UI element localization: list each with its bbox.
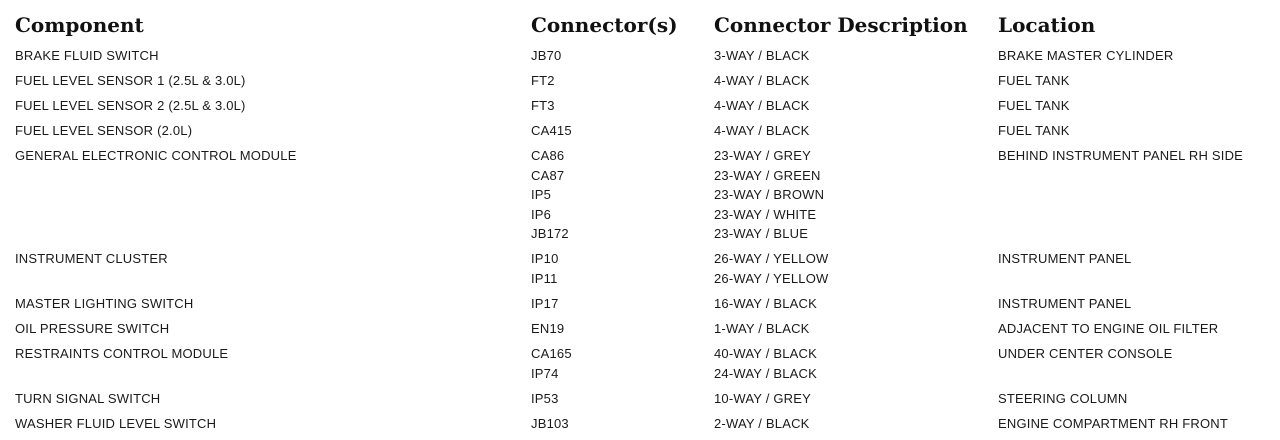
header-component: Component: [15, 13, 144, 37]
component-name: FUEL LEVEL SENSOR 2 (2.5L & 3.0L): [15, 98, 246, 113]
connector-description-list: 4-WAY / BLACK: [714, 96, 810, 116]
component-name: WASHER FLUID LEVEL SWITCH: [15, 415, 217, 431]
connector-list: FT2: [531, 71, 555, 91]
component-name: INSTRUMENT CLUSTER: [15, 251, 168, 267]
connector-description: 26-WAY / YELLOW: [714, 251, 829, 267]
connector-description: 23-WAY / BLUE: [714, 226, 809, 242]
connector-list: JB70: [531, 46, 561, 66]
component-name: GENERAL ELECTRONIC CONTROL MODULE: [15, 148, 297, 163]
connector-description: 10-WAY / GREY: [714, 390, 811, 406]
connector-id: IP53: [531, 390, 559, 406]
component-location: FUEL TANK: [998, 98, 1070, 113]
connector-list: IP53: [531, 389, 559, 409]
component-location: ENGINE COMPARTMENT RH FRONT: [998, 415, 1229, 431]
connector-description-list: 26-WAY / YELLOW 26-WAY / YELLOW: [714, 249, 829, 288]
component-location: BEHIND INSTRUMENT PANEL RH SIDE: [998, 148, 1244, 163]
connector-description: 4-WAY / BLACK: [714, 98, 810, 113]
component-name: FUEL LEVEL SENSOR 1 (2.5L & 3.0L): [15, 73, 246, 88]
connector-list: CA415: [531, 121, 572, 141]
connector-description: 24-WAY / BLACK: [714, 365, 817, 381]
component-location: UNDER CENTER CONSOLE: [998, 346, 1173, 361]
component-location: STEERING COLUMN: [998, 390, 1128, 406]
connector-list: JB103: [531, 414, 569, 434]
connector-id: CA165: [531, 346, 572, 361]
connector-id: EN19: [531, 321, 565, 336]
component-location: ADJACENT TO ENGINE OIL FILTER: [998, 321, 1219, 336]
connector-description: 1-WAY / BLACK: [714, 321, 810, 336]
component-location: BRAKE MASTER CYLINDER: [998, 48, 1174, 63]
connector-id: JB70: [531, 48, 562, 63]
header-location: Location: [998, 13, 1096, 37]
component-name: OIL PRESSURE SWITCH: [15, 321, 170, 336]
connector-id: IP6: [531, 206, 552, 222]
component-name: FUEL LEVEL SENSOR (2.0L): [15, 123, 193, 138]
component-name: RESTRAINTS CONTROL MODULE: [15, 346, 229, 361]
connector-description: 16-WAY / BLACK: [714, 296, 817, 311]
connector-id: JB172: [531, 226, 569, 242]
connector-description: 2-WAY / BLACK: [714, 415, 810, 431]
connector-description-list: 16-WAY / BLACK: [714, 294, 817, 314]
connector-id: IP10: [531, 251, 559, 267]
connector-description-list: 4-WAY / BLACK: [714, 121, 810, 141]
connector-id: IP17: [531, 296, 559, 311]
header-connectors: Connector(s): [531, 13, 678, 37]
connector-id: CA87: [531, 167, 565, 183]
connector-description: 40-WAY / BLACK: [714, 346, 817, 361]
connector-description: 26-WAY / YELLOW: [714, 270, 829, 286]
connector-description: 3-WAY / BLACK: [714, 48, 810, 63]
connector-description-list: 40-WAY / BLACK 24-WAY / BLACK: [714, 344, 817, 383]
connector-description-list: 4-WAY / BLACK: [714, 71, 810, 91]
connector-description: 23-WAY / BROWN: [714, 187, 825, 203]
component-location: INSTRUMENT PANEL: [998, 296, 1132, 311]
connector-list: EN19: [531, 319, 564, 339]
connector-id: FT2: [531, 73, 555, 88]
component-location: INSTRUMENT PANEL: [998, 251, 1132, 267]
component-name: MASTER LIGHTING SWITCH: [15, 296, 194, 311]
connector-description: 23-WAY / GREEN: [714, 167, 821, 183]
connector-description-list: 2-WAY / BLACK: [714, 414, 810, 434]
connector-list: IP17: [531, 294, 559, 314]
component-name: TURN SIGNAL SWITCH: [15, 390, 161, 406]
connector-description-list: 1-WAY / BLACK: [714, 319, 810, 339]
connector-id: JB103: [531, 415, 569, 431]
connector-description: 23-WAY / GREY: [714, 148, 811, 163]
connector-description-list: 23-WAY / GREY 23-WAY / GREEN 23-WAY / BROW…: [714, 146, 824, 244]
connector-id: IP11: [531, 270, 558, 286]
component-name: BRAKE FLUID SWITCH: [15, 48, 159, 63]
connector-description-list: 3-WAY / BLACK: [714, 46, 810, 66]
header-connector-description: Connector Description: [714, 13, 968, 37]
connector-description-list: 10-WAY / GREY: [714, 389, 811, 409]
connector-id: IP5: [531, 187, 552, 203]
connector-id: FT3: [531, 98, 555, 113]
connector-id: IP74: [531, 365, 559, 381]
connector-description: 23-WAY / WHITE: [714, 206, 817, 222]
connector-description: 4-WAY / BLACK: [714, 73, 810, 88]
connector-description: 4-WAY / BLACK: [714, 123, 810, 138]
connector-id: CA86: [531, 148, 565, 163]
connector-id: CA415: [531, 123, 572, 138]
component-location: FUEL TANK: [998, 73, 1070, 88]
component-location: FUEL TANK: [998, 123, 1070, 138]
connector-list: FT3: [531, 96, 555, 116]
